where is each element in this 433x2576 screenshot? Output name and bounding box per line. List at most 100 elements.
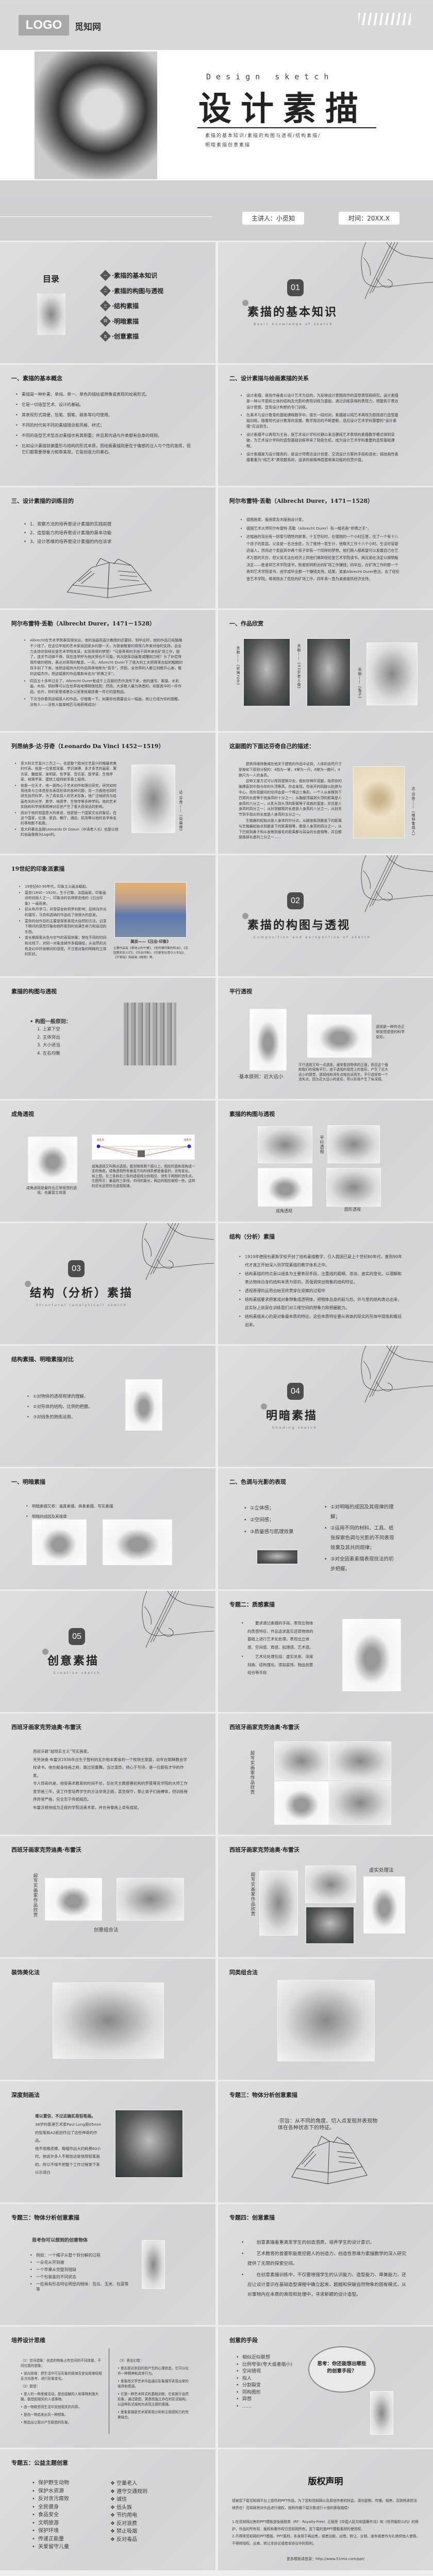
brand-name: 觅知网 [75, 22, 101, 32]
section-title: 素描的基本知识 [247, 306, 338, 319]
list-item: •比例夸张(夸大或者缩小) [236, 2362, 304, 2369]
slide-title: 素描的构图与透视 [229, 1111, 275, 1117]
hare-drawing-image [342, 1619, 401, 1691]
slide-5: 三、设计素描的训练目的•1、观察方法的培养是设计素描的实践前提•2、造型能力的培… [0, 487, 215, 608]
list-item-text: 2.不得将觅知网的PPT模板、PPT素材，本身用于再出售，或者出租、出借、转让、… [232, 2534, 420, 2546]
shaded-cube-image [28, 1137, 77, 1183]
list-item: •素描是一种朴素、单纯、单一、单色的描绘或想像或表现的绘画形式。 [15, 392, 192, 398]
slide-title: 结构（分析）素描 [229, 1233, 275, 1240]
list-item: •意大利著名品牌Leonardo Di Gasun（中译老人头）也是以他的自画像… [14, 827, 119, 838]
bullet-icon: • [15, 413, 18, 417]
interior-sketch-image [327, 1125, 380, 1163]
list-item-text: • 逆向思维：把生活中可见形象的规律及变化规律经相反方向思考，进行形象变化。 [21, 2371, 102, 2381]
toc-item-4[interactable]: ·明暗素描 [112, 317, 139, 325]
list-item: •空间错视 [236, 2368, 304, 2376]
toc-item-5[interactable]: ·创意素描 [112, 333, 139, 340]
bullet-icon: • [24, 531, 27, 536]
toc-item-2[interactable]: ·素描的构图与透视 [112, 287, 164, 295]
list-item: •透视原理的运用自始至终贯穿在观察的过程中 [239, 1287, 402, 1295]
toc-item-1[interactable]: ·素描的基本知识 [112, 272, 158, 279]
list-item-text: 3、设计思维的培养是设计素描的内在诉求 [30, 539, 112, 545]
list-item: 1.在觅知网出售的PPT模板是免版税类（RF：Royalty-Free）正版受《… [232, 2519, 420, 2533]
list-item: •德国艺术大师阿尔布雷特·丢勒（Albrecht Durer）有一幅名画“祈祷之… [240, 525, 401, 532]
list-item: • 结构素描的特点是以线条为主要表现手段，注重线的粗细、浓淡、虚实的变化，以理解和… [239, 1270, 402, 1286]
bullets-list: •意大利文艺复兴三杰之一，也是整个欧洲文艺复兴时期最完美的代表。他是一位思想深邃… [14, 761, 119, 838]
list-item: •一个苹果从完整到残缺 [30, 2267, 129, 2273]
slide-title: 一、作品欣赏 [229, 620, 263, 627]
list-item-text: 意大利著名品牌Leonardo Di Gasun（中译老人头）也是以他的自画像做… [21, 827, 119, 837]
list-item-text: ②运用不同的材料、工具、纸张探索色调与光影的不同表现效果及其共同规律； [330, 1526, 394, 1551]
bullet-icon: • [32, 2544, 35, 2550]
boots-drawing-image [329, 1781, 391, 1825]
section-dot [25, 1281, 31, 1287]
list-item: •③对全因素素描表现技法的初步把握。 [324, 1554, 398, 1574]
list-item: •明暗的成因及其规律 [26, 1512, 161, 1522]
list-item-text: 他是一位天才，他一面热心于艺术创作和理论研究，研究如何用线条与立体造型去表现形体… [21, 783, 117, 809]
list-item-text: 文明旅游 [38, 2520, 59, 2526]
bullet-icon: • [236, 2376, 239, 2381]
list-item-text: 莫奈的创作目的主要是探索表现大自然的方法，记录下瞬间的感觉印象和他所看到的充满生… [25, 919, 107, 934]
bullet-icon: • [240, 526, 243, 531]
toc-item-3[interactable]: ·结构素描 [112, 302, 139, 310]
vases-still-life-image [277, 1980, 375, 2061]
list-item-text: 创意素描着重激发学生的创造潜质，培养学生的设计意识。 [256, 2240, 375, 2245]
list-item: 他不用橡皮擦，每幅作品大约耗费60小时。他说许多人不相信这是他用铅笔画的，所以不… [35, 2145, 103, 2177]
thought-cloud-text: 思考：你还能想出哪些的创意手段？ [317, 2361, 367, 2374]
list-item-text: 1、观察方法的培养是设计素描的实践前提 [30, 522, 112, 527]
slide-8: 一、作品欣赏丢勒——《祈祷之手》丢勒——《93岁老人像》丢勒——《兔子》 [218, 610, 433, 731]
list-item-text: ③对全因素素描表现技法的初步把握。 [330, 1556, 394, 1572]
still-life-sketch-image [326, 1168, 381, 1207]
pencil-cup-image [142, 2240, 165, 2289]
toc-title: 目录 [43, 274, 60, 284]
bullet-icon: • [244, 1517, 247, 1523]
bullet-icon: • [32, 2520, 35, 2526]
time-label: 时间：20XX.X [339, 212, 399, 225]
section-subtitle: Composition and perspective of sketch [254, 936, 371, 939]
list-item: • 意象素描是艺术家客观分析和主观感知力的完美结合。 [118, 2410, 191, 2420]
panda-drawing-image [115, 2110, 183, 2178]
bullet-icon: • [27, 1404, 29, 1409]
section-number-badge: 03 [68, 1260, 85, 1277]
one-point-perspective-diagram-image [307, 1014, 372, 1058]
two-point-perspective-diagram: 消失点消失点 [92, 1134, 195, 1160]
list-item: • 意象指文学艺术作品通过形象描写表现出来的境界和情调。 [118, 2379, 191, 2389]
paras-list: 38岁的香港艺术家Paul Lung用05mm的铅笔和A2纸创作出了这些神奇的作… [35, 2121, 103, 2177]
list-item: 4. 左右均衡 [37, 1050, 89, 1058]
list-item: •意大利文艺复兴三杰之一，也是整个欧洲文艺复兴时期最完美的代表。他是一位思想深邃… [14, 761, 119, 783]
list-item-text: 同构图形 [242, 2389, 261, 2395]
list-item-text: 一些具有形态特征明显的物体：苦瓜、玉米、包菜等等 [36, 2282, 129, 2292]
list-item-text: 保护环境 [38, 2528, 59, 2534]
list-item: •初从布丹学习，并受容金和柯罗的影响；后转向外光的描写，马奈和透纳的作品给了他很… [19, 907, 107, 918]
list-item: •拟人 [236, 2376, 304, 2383]
list-item-text: 传递正能量 [38, 2536, 64, 2542]
building-sketch-image [258, 1168, 312, 1207]
list-item: •四百五十多年过去了，Albrecht Durer有成千上百部的杰作流传下来，他… [24, 679, 185, 695]
da-vinci-self-portrait-image [131, 765, 175, 833]
para-text: 成角透视又叫两点透视，看到物体两个面以上，相应的面和视角成一定的角度。成角透视所… [92, 1164, 195, 1188]
list-item: 3. 大小适当 [37, 1042, 89, 1050]
col2-list: •①对明暗的成因及其规律的理解；•②运用不同的材料、工具、纸张探索色调与光影的不… [324, 1502, 398, 1575]
bullets-list: •例如：一个橘子从整个到分解的过程•一朵花从开到谢•一个苹果从完整到残缺•一个包… [30, 2253, 129, 2294]
bullet-icon: • [240, 432, 243, 437]
bullet-icon: • [24, 679, 26, 683]
notebook-figure-image [125, 1379, 162, 1431]
list-item: 建筑师维特鲁威在他关于建筑的作品中谈到，人体的自然尺寸是按如下原则分配的：4指为… [239, 761, 342, 778]
diamond-bullet-icon: ❖ [110, 2497, 115, 2502]
bullet-icon: • [241, 2240, 244, 2245]
list-item: • 是由一物启发出另一种想象。 [21, 2412, 103, 2417]
bullet-icon: • [241, 2273, 244, 2278]
list-item-text: 结构素描的特点是以线条为主要表现手段，注重线的粗细、浓淡、虚实的变化，以理解和表… [245, 1272, 402, 1284]
list-item-text: 一朵花从开到谢 [36, 2260, 64, 2265]
wine-still-life-image [259, 1871, 298, 1936]
list-item-text: 一个苹果从完整到残缺 [36, 2267, 76, 2272]
book-sketch-image [290, 2134, 369, 2185]
list-item-text: ②空间感； [250, 1517, 274, 1523]
bullet-icon: • [239, 1272, 241, 1276]
slide-25: 西班牙画家克劳迪奥·布雷沃西班牙籍“超现实主义”写实画家。 克劳迪奥·布雷沃19… [0, 1714, 215, 1835]
list-item-text: 结构素描关心的是对象最本质的特征，这些本质特征要从具体的现实的形体中提炼和概括出… [245, 1314, 402, 1327]
slide-29: 装饰美化法 [0, 1959, 215, 2080]
slide-title: 深度刻画法 [11, 2092, 40, 2098]
